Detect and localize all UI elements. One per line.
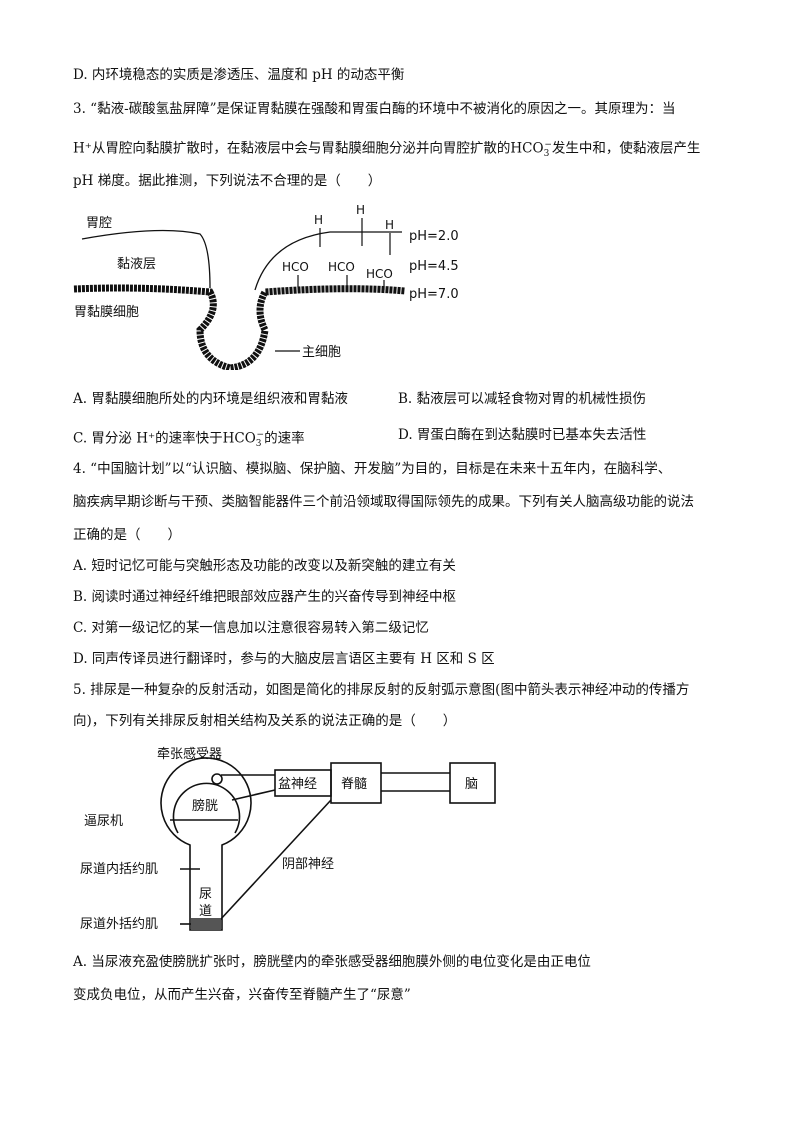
label-internal-sphincter: 尿道内括约肌: [80, 861, 158, 877]
previous-option-d: D. 内环境稳态的实质是渗透压、温度和 pH 的动态平衡: [73, 67, 405, 83]
q3-stem-line3: pH 梯度。据此推测，下列说法不合理的是（ ）: [73, 173, 382, 189]
q3-option-b: B. 黏液层可以减轻食物对胃的机械性损伤: [398, 391, 647, 407]
label-lumen: 胃腔: [86, 216, 112, 231]
svg-text:HCO: HCO: [366, 267, 393, 281]
q3-option-c: C. 胃分泌 H⁺的速率快于HCO3−的速率: [73, 430, 305, 450]
q5-stem-line2: 向)，下列有关排尿反射相关结构及关系的说法正确的是（ ）: [73, 713, 457, 729]
svg-text:H: H: [385, 218, 394, 232]
q4-stem-line3: 正确的是（ ）: [73, 527, 181, 543]
label-external-sphincter: 尿道外括约肌: [80, 917, 158, 932]
q3-stem-line1: 3. “黏液-碳酸氢盐屏障”是保证胃黏膜在强酸和胃蛋白酶的环境中不被消化的原因之…: [73, 101, 676, 117]
label-ph-7: pH=7.0: [409, 287, 459, 302]
label-pelvic-nerve: 盆神经: [278, 777, 317, 792]
label-pudendal-nerve: 阴部神经: [282, 857, 334, 872]
q5-option-a-line1: A. 当尿液充盈使膀胱扩张时，膀胱壁内的牵张感受器细胞膜外侧的电位变化是由正电位: [73, 954, 591, 970]
svg-text:H: H: [356, 203, 365, 217]
q4-option-d: D. 同声传译员进行翻译时，参与的大脑皮层言语区主要有 H 区和 S 区: [73, 651, 495, 667]
q3-option-d: D. 胃蛋白酶在到达黏膜时已基本失去活性: [398, 427, 647, 443]
label-spinal-cord: 脊髓: [341, 777, 367, 792]
q4-option-c: C. 对第一级记忆的某一信息加以注意很容易转入第二级记忆: [73, 620, 429, 636]
q4-stem-line1: 4. “中国脑计划”以“认识脑、模拟脑、保护脑、开发脑”为目的，目标是在未来十五…: [73, 461, 672, 477]
q4-option-b: B. 阅读时通过神经纤维把眼部效应器产生的兴奋传导到神经中枢: [73, 589, 457, 605]
label-mucus: 黏液层: [117, 256, 156, 272]
q3-option-a: A. 胃黏膜细胞所处的内环境是组织液和胃黏液: [73, 391, 348, 407]
micturition-reflex-figure: 牵张感受器 膀胱 逼尿机 尿道内括约肌 尿道外括约肌 尿 道 盆神经 脊髓 脑 …: [80, 746, 496, 932]
q3-stem-line2: H⁺从胃腔向黏膜扩散时，在黏液层中会与胃黏膜细胞分泌并向胃腔扩散的HCO3−发生…: [73, 140, 701, 160]
label-urethra-2: 道: [199, 904, 212, 919]
label-ph-4-5: pH=4.5: [409, 259, 459, 274]
gastric-mucosa-figure: 胃腔 黏液层 胃黏膜细胞 主细胞 H H H HCO HCO HCO pH=2.0 pH…: [73, 203, 459, 370]
q4-stem-line2: 脑疾病早期诊断与干预、类脑智能器件三个前沿领域取得国际领先的成果。下列有关人脑高…: [73, 494, 694, 510]
label-brain: 脑: [465, 777, 478, 792]
q4-option-a: A. 短时记忆可能与突触形态及功能的改变以及新突触的建立有关: [73, 558, 456, 574]
label-detrusor: 逼尿机: [84, 814, 123, 829]
svg-text:H: H: [314, 213, 323, 227]
svg-text:HCO: HCO: [328, 260, 355, 274]
q5-option-a-line2: 变成负电位，从而产生兴奋，兴奋传至脊髓产生了“尿意”: [73, 987, 411, 1003]
q5-stem-line1: 5. 排尿是一种复杂的反射活动，如图是简化的排尿反射的反射弧示意图(图中箭头表示…: [73, 682, 690, 698]
svg-text:HCO: HCO: [282, 260, 309, 274]
label-bladder: 膀胱: [192, 798, 218, 814]
label-cells: 胃黏膜细胞: [74, 304, 139, 320]
label-stretch-receptor: 牵张感受器: [157, 746, 222, 762]
label-chief-cell: 主细胞: [302, 345, 341, 360]
label-urethra-1: 尿: [199, 887, 212, 902]
label-ph-2: pH=2.0: [409, 229, 459, 244]
